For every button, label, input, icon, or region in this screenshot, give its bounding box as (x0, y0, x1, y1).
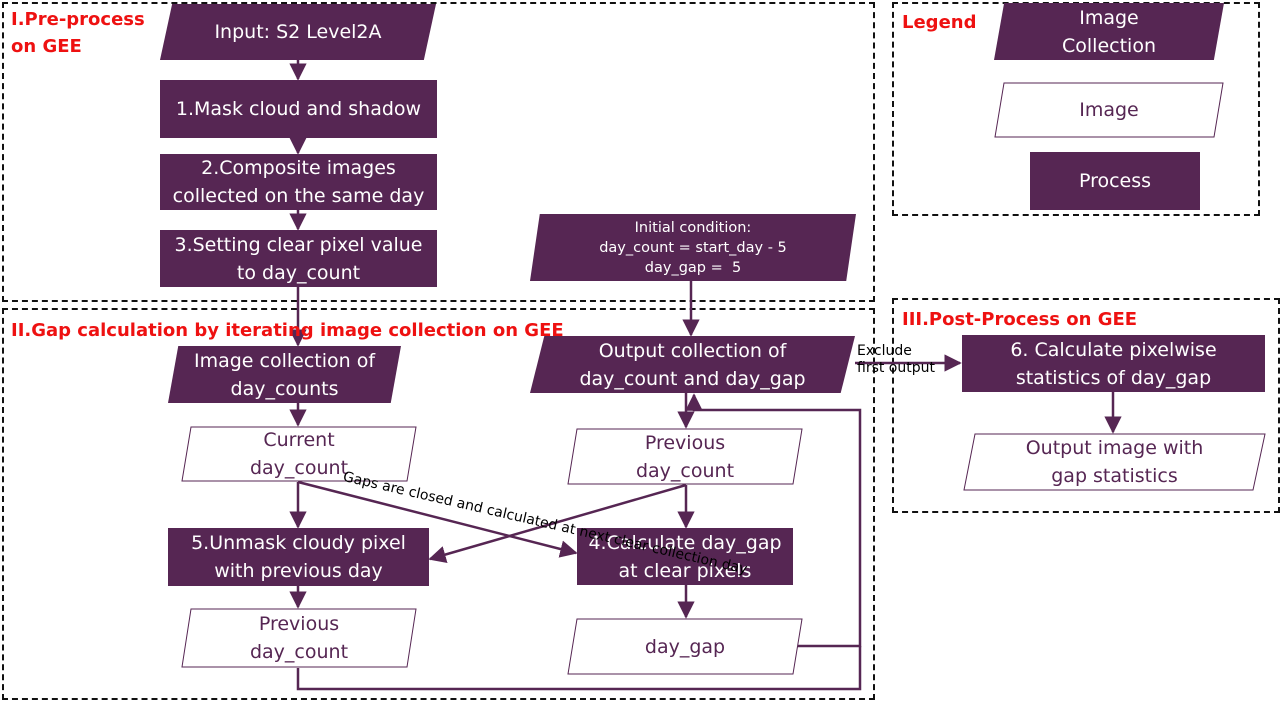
arrow-current-to-step4 (297, 480, 578, 558)
loop-daygap-to-output (685, 393, 862, 648)
step2-composite-images: 2.Composite images collected on the same… (160, 154, 437, 210)
current-day-count-label: Current day_count (249, 429, 349, 479)
initial-condition: Initial condition: day_count = start_day… (530, 214, 856, 281)
day-gap-output-shape (567, 618, 803, 675)
arrow-previous-to-step5 (428, 483, 687, 564)
step5-unmask-cloudy-pixel: 5.Unmask cloudy pixel with previous day (168, 528, 429, 586)
output-image-gap-statistics-label: Output image with gap statistics (1025, 437, 1204, 487)
previous-day-count-left-label: Previous day_count (249, 613, 349, 663)
previous-day-count-right-shape (567, 428, 803, 485)
preprocess-section-border (2, 2, 875, 302)
current-day-count: Current day_count (181, 426, 417, 482)
gap-section-label: II.Gap calculation by iterating image co… (11, 320, 564, 341)
previous-day-count-right-label: Previous day_count (635, 431, 735, 482)
step4-calculate-day-gap: 4.Calculate day_gap at clear pixels (577, 528, 793, 585)
loop-previous-to-output (296, 646, 862, 691)
legend-section-label: Legend (902, 12, 977, 33)
output-image-gap-statistics: Output image with gap statistics (963, 433, 1266, 491)
step1-mask-cloud: 1.Mask cloud and shadow (160, 80, 437, 138)
day-gap-output: day_gap (567, 618, 803, 675)
exclude-first-output-note: Exclude first output (857, 343, 935, 376)
previous-day-count-left: Previous day_count (181, 608, 417, 668)
previous-day-count-right: Previous day_count (567, 428, 803, 485)
day-gap-output-label: day_gap (644, 635, 726, 658)
postprocess-section-border (892, 298, 1280, 513)
legend-process: Process (1030, 152, 1200, 210)
previous-day-count-left-shape (181, 608, 417, 668)
preprocess-section-label: I.Pre-process on GEE (11, 9, 145, 57)
legend-image-collection: Image Collection (994, 3, 1224, 60)
output-image-gap-statistics-shape (963, 433, 1266, 491)
image-collection-day-counts: Image collection of day_counts (168, 346, 401, 403)
gap-section-border (2, 308, 875, 700)
legend-image-shape (994, 82, 1224, 138)
output-collection: Output collection of day_count and day_g… (530, 336, 855, 393)
postprocess-section-label: III.Post-Process on GEE (902, 309, 1138, 330)
input-s2-level2a: Input: S2 Level2A (160, 4, 436, 60)
step6-pixelwise-statistics: 6. Calculate pixelwise statistics of day… (962, 335, 1265, 392)
legend-image: Image (994, 82, 1224, 138)
current-day-count-shape (181, 426, 417, 482)
step3-set-clear-pixel: 3.Setting clear pixel value to day_count (160, 230, 437, 287)
legend-image-label: Image (1079, 99, 1139, 121)
